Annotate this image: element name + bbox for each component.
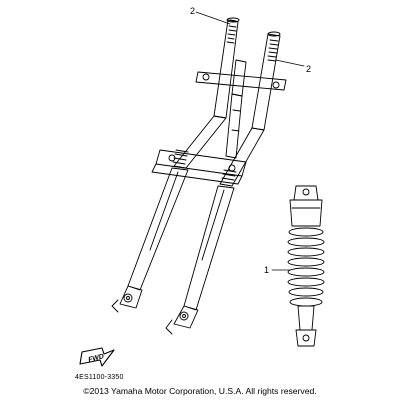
callout-2-right: 2	[306, 64, 311, 74]
left-fork-assembly	[111, 17, 240, 313]
callout-1-shock: 1	[264, 265, 269, 275]
part-code: 4ES1100-3350	[75, 374, 124, 381]
right-fork-assembly	[165, 31, 281, 335]
rear-shock-absorber	[287, 185, 325, 347]
leader-lines	[195, 11, 305, 271]
lower-bracket	[151, 149, 247, 185]
forward-arrow-icon	[79, 347, 115, 367]
copyright-notice: ©2013 Yamaha Motor Corporation, U.S.A. A…	[83, 386, 317, 396]
steering-stem	[225, 93, 243, 159]
callout-2-upper: 2	[190, 6, 195, 16]
forward-marker-label: FWD	[88, 353, 105, 364]
